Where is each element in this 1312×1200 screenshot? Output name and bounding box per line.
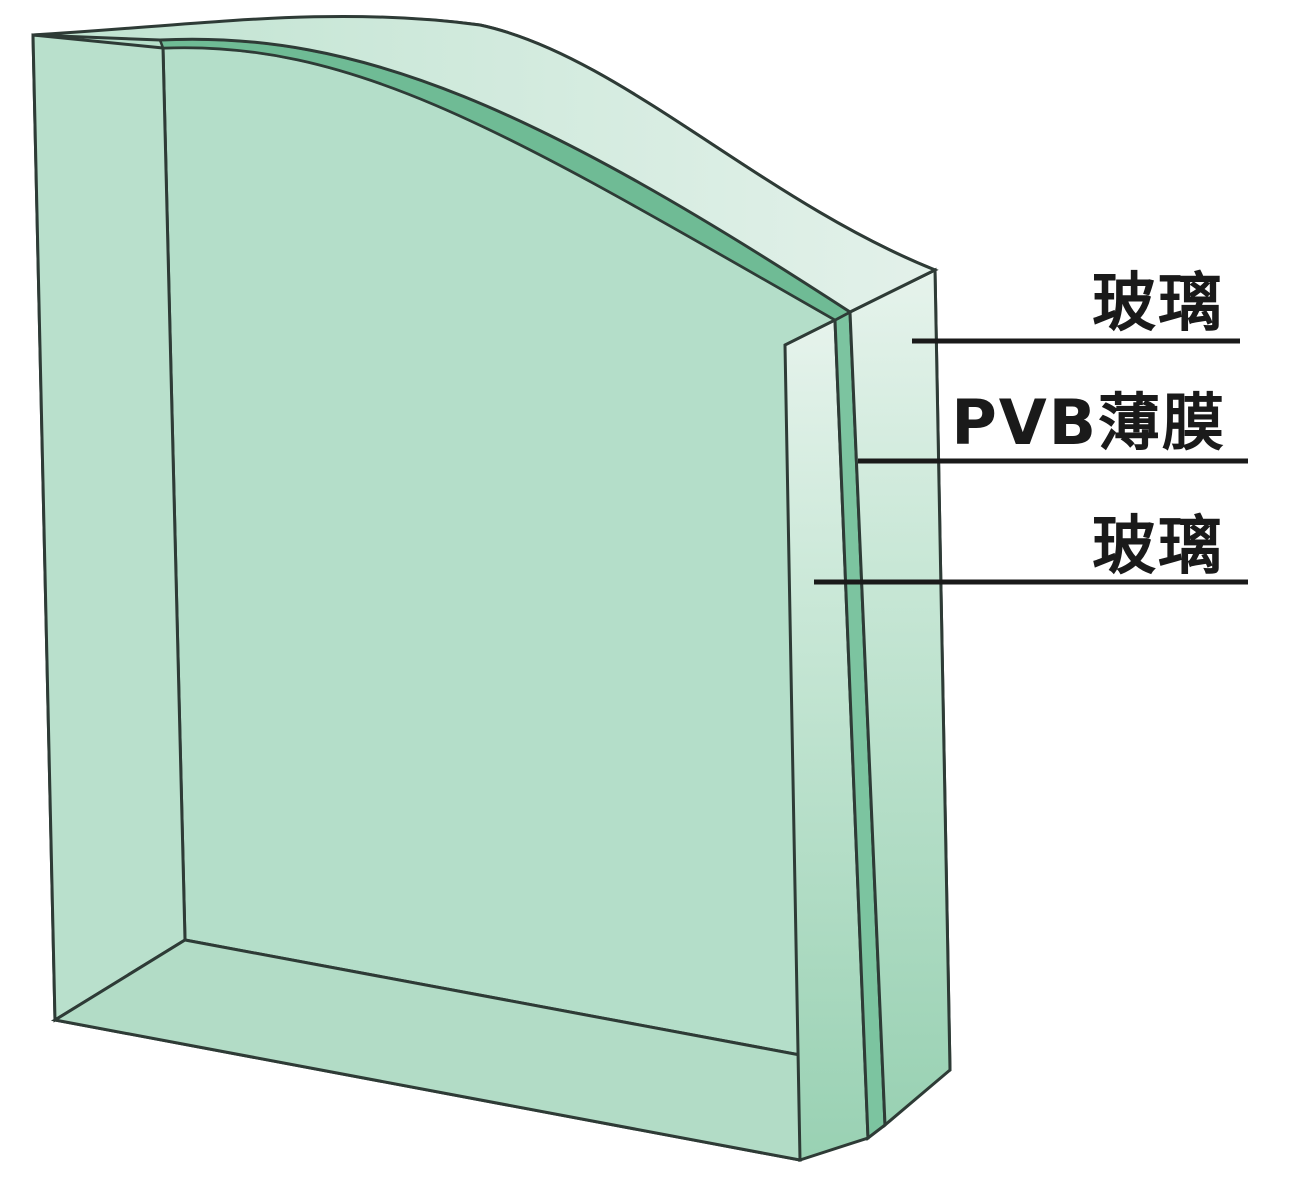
label-pvb-film: PVB薄膜 [951, 386, 1226, 459]
glass-layer-back-edge [32, 14, 952, 1129]
label-top-glass: 玻璃 [1092, 267, 1224, 341]
leader-lines [814, 338, 1248, 585]
label-bottom-glass: 玻璃 [1092, 510, 1224, 584]
front-glass-pane [31, 15, 952, 1162]
